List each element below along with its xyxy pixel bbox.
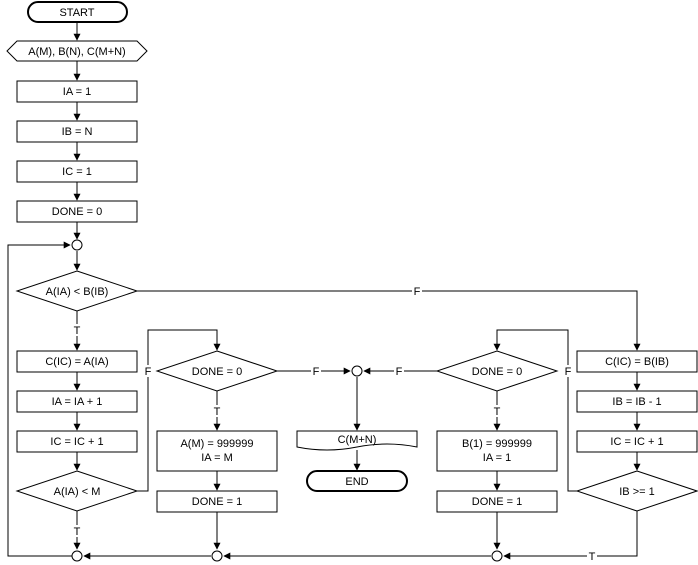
decision-ia-lt-m: A(IA) < M — [15, 470, 139, 512]
process-ia-increment: IA = IA + 1 — [16, 390, 138, 413]
process-done-set-left: DONE = 1 — [156, 490, 278, 513]
process-ic-increment-right-label: IC = IC + 1 — [610, 436, 663, 448]
process-ic-increment-left-label: IC = IC + 1 — [50, 436, 103, 448]
process-done-set-left-label: DONE = 1 — [192, 496, 242, 508]
start-label: START — [59, 7, 94, 19]
output-document: C(M+N) — [296, 430, 418, 451]
edge-loop-back — [7, 241, 72, 557]
process-done-set-right-label: DONE = 1 — [472, 496, 522, 508]
junction-center — [351, 365, 363, 377]
process-b1-set: B(1) = 999999 IA = 1 — [436, 430, 558, 472]
process-ib-init: IB = N — [16, 120, 138, 143]
junction-bottom-right — [491, 550, 503, 562]
edge-iaM-false — [137, 329, 221, 492]
process-b1-set-line2: IA = 1 — [483, 452, 511, 464]
process-ib-decrement: IB = IB - 1 — [576, 390, 698, 413]
junction-loop-top — [71, 239, 83, 251]
process-b1-set-line1: B(1) = 999999 — [462, 438, 532, 450]
process-ic-init-label: IC = 1 — [62, 166, 92, 178]
end-label: END — [345, 476, 368, 488]
edge-labels: F T F T F F T F T T — [72, 285, 597, 563]
end-terminator: END — [306, 470, 408, 492]
nodes: START A(M), B(N), C(M+N) IA = 1 IB = N I… — [6, 1, 698, 562]
declaration-label: A(M), B(N), C(M+N) — [28, 46, 125, 58]
process-c-eq-a-label: C(IC) = A(IA) — [45, 356, 108, 368]
process-c-eq-b: C(IC) = B(IB) — [576, 350, 698, 373]
start-terminator: START — [27, 1, 128, 23]
decision-done-left-label: DONE = 0 — [192, 366, 242, 378]
label-iaM-true: T — [74, 526, 81, 538]
process-am-set-line1: A(M) = 999999 — [180, 438, 253, 450]
label-doneL-true: T — [214, 406, 221, 418]
process-ia-init-label: IA = 1 — [63, 86, 91, 98]
process-c-eq-a: C(IC) = A(IA) — [16, 350, 138, 373]
process-ic-init: IC = 1 — [16, 160, 138, 183]
declaration-hexagon: A(M), B(N), C(M+N) — [6, 40, 148, 62]
process-c-eq-b-label: C(IC) = B(IB) — [605, 356, 669, 368]
label-cmp-false: F — [414, 286, 421, 298]
process-ib-init-label: IB = N — [62, 126, 93, 138]
process-ib-decrement-label: IB = IB - 1 — [612, 396, 661, 408]
edge-ibge1-true — [503, 511, 638, 560]
decision-ia-lt-m-label: A(IA) < M — [54, 486, 101, 498]
process-done-init-label: DONE = 0 — [52, 206, 102, 218]
edge-ibge1-false — [493, 329, 577, 492]
decision-compare-ab: A(IA) < B(IB) — [15, 270, 139, 312]
label-ibge1-false: F — [565, 366, 572, 378]
label-doneR-true: T — [494, 406, 501, 418]
decision-ib-ge-1: IB >= 1 — [575, 470, 698, 512]
junction-bottom-left — [71, 550, 83, 562]
edge-cmp-false — [137, 290, 641, 351]
process-ic-increment-left: IC = IC + 1 — [16, 430, 138, 453]
process-ia-increment-label: IA = IA + 1 — [52, 396, 103, 408]
process-done-init: DONE = 0 — [16, 200, 138, 223]
output-document-label: C(M+N) — [338, 434, 377, 446]
decision-ib-ge-1-label: IB >= 1 — [619, 486, 654, 498]
connectors — [7, 22, 641, 560]
label-doneL-false: F — [313, 366, 320, 378]
decision-done-right-label: DONE = 0 — [472, 366, 522, 378]
junction-bottom-mid — [211, 550, 223, 562]
process-done-set-right: DONE = 1 — [436, 490, 558, 513]
decision-done-right: DONE = 0 — [435, 350, 559, 392]
process-ia-init: IA = 1 — [16, 80, 138, 103]
decision-compare-ab-label: A(IA) < B(IB) — [46, 286, 109, 298]
process-ic-increment-right: IC = IC + 1 — [576, 430, 698, 453]
process-am-set: A(M) = 999999 IA = M — [156, 430, 278, 472]
label-doneR-false: F — [396, 366, 403, 378]
label-ibge1-true: T — [589, 551, 596, 563]
label-cmp-true: T — [74, 325, 81, 337]
decision-done-left: DONE = 0 — [155, 350, 279, 392]
process-am-set-line2: IA = M — [201, 452, 233, 464]
label-iaM-false: F — [145, 366, 152, 378]
